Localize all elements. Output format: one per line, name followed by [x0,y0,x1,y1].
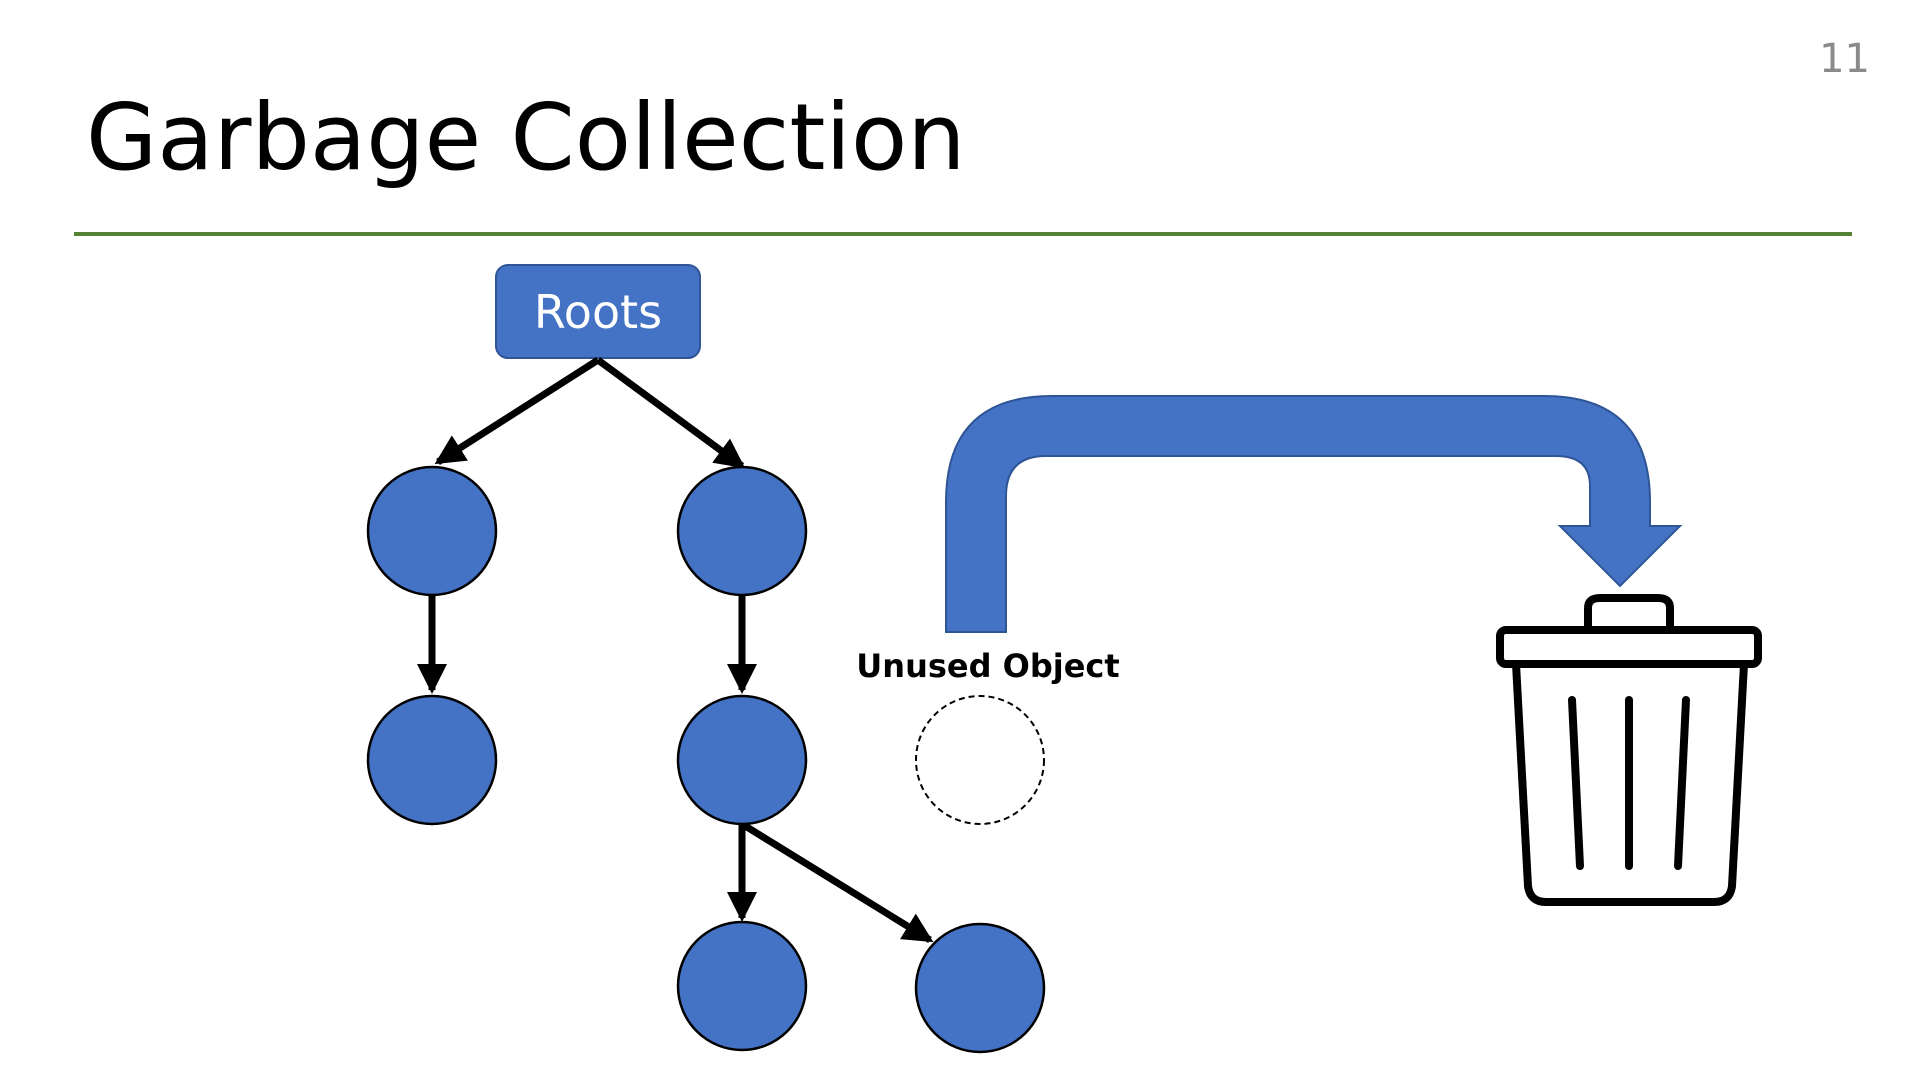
u-turn-arrow [945,395,1683,633]
title-divider [74,232,1852,236]
trash-body [1512,660,1748,906]
edge-roots-to-right [595,357,746,469]
trash-line [1568,696,1584,870]
object-node [676,694,808,826]
page-number: 11 [1819,36,1870,82]
trash-handle [1584,594,1674,632]
unused-object-label: Unused Object [856,647,1119,685]
unused-object-node [915,695,1045,825]
trash-line [1674,696,1690,870]
edge-roots-to-left [434,357,600,465]
object-node [366,694,498,826]
object-node [914,922,1046,1054]
trash-lid [1496,626,1762,668]
reference-edges [417,357,934,943]
object-node [676,920,808,1052]
roots-label: Roots [534,285,662,339]
object-nodes [366,465,1046,1054]
trash-can-icon [1496,594,1762,906]
unused-object: Unused Object [856,647,1120,825]
object-node [676,465,808,597]
roots-node: Roots [495,264,701,359]
edge-rightchild-to-bottom-right [740,821,934,943]
object-node [366,465,498,597]
slide-title: Garbage Collection [86,84,966,191]
